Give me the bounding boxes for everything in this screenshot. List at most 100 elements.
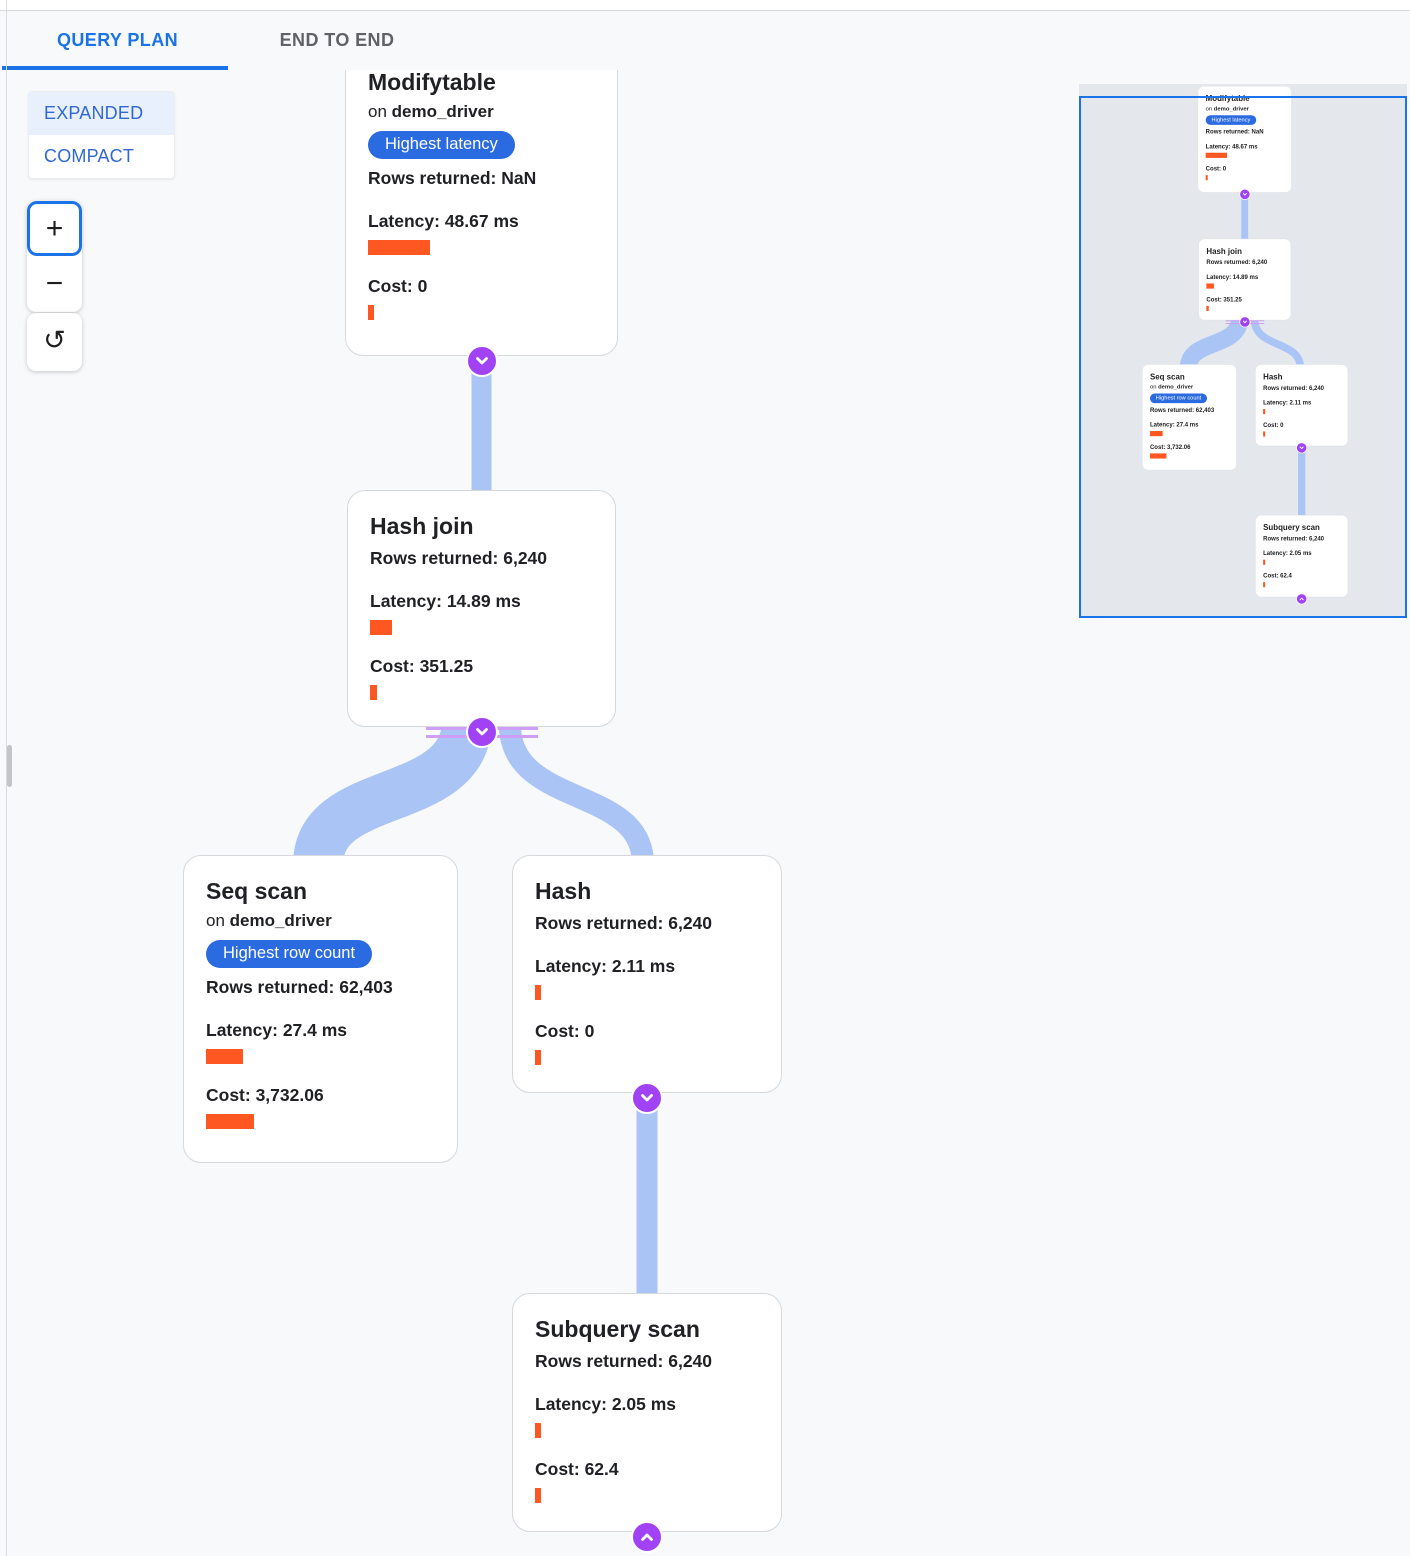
scrollbar-thumb[interactable]: [7, 745, 12, 787]
cost-bar: [1263, 582, 1266, 588]
latency: Latency: 48.67 ms: [368, 211, 519, 231]
latency-bar: [206, 1049, 243, 1064]
rows-returned: Rows returned: 6,240: [370, 548, 548, 568]
view-mode-toggle: EXPANDED COMPACT: [28, 91, 175, 179]
latency-bar: [1263, 409, 1266, 415]
cost-bar: [206, 1114, 254, 1129]
plan-node-hash-join: Hash join Rows returned: 6,240 Latency: …: [1198, 238, 1291, 328]
latency-bar: [1149, 431, 1163, 437]
tab-end-to-end[interactable]: END TO END: [228, 11, 446, 70]
latency: Latency: 14.89 ms: [370, 591, 521, 611]
cost: Cost: 0: [1263, 421, 1284, 429]
latency-bar: [535, 985, 541, 1000]
collapse-children-button[interactable]: [631, 1082, 663, 1114]
rows-returned: Rows returned: NaN: [1205, 127, 1264, 135]
cost-bar: [370, 685, 377, 700]
cost: Cost: 62.4: [1263, 572, 1292, 579]
highest-row-count-badge: Highest row count: [206, 940, 373, 968]
rows-returned: Rows returned: 62,403: [1149, 406, 1215, 414]
plan-node-subquery-scan: Subquery scan Rows returned: 6,240 Laten…: [1255, 514, 1349, 605]
minimap-tree-container: Modifytable on demo_driver Highest laten…: [1141, 86, 1351, 612]
node-table: on demo_driver: [1205, 105, 1249, 112]
latency-bar: [370, 620, 392, 635]
rows-returned: Rows returned: 6,240: [1206, 258, 1268, 266]
zoom-controls: + − ↺: [27, 201, 82, 371]
chevron-down-icon: [641, 1094, 653, 1102]
cost: Cost: 62.4: [535, 1459, 619, 1479]
cost-bar: [1205, 175, 1208, 181]
chevron-down-icon: [1299, 446, 1304, 450]
chevron-down-icon: [475, 357, 488, 365]
latency: Latency: 2.11 ms: [1263, 399, 1312, 406]
left-divider: [6, 0, 7, 1556]
zoom-in-button[interactable]: +: [27, 201, 82, 256]
rows-returned: Rows returned: 62,403: [206, 977, 393, 997]
node-title: Hash: [535, 878, 592, 904]
plan-node-hash: Hash Rows returned: 6,240 Latency: 2.11 …: [1255, 364, 1349, 454]
cost-bar: [1149, 453, 1167, 459]
cost-bar: [1263, 431, 1266, 437]
plan-tree: Modifytable on demo_driver Highest laten…: [180, 70, 790, 1556]
cost: Cost: 0: [1205, 165, 1227, 172]
rows-returned: Rows returned: 6,240: [535, 1351, 713, 1371]
view-option-expanded[interactable]: EXPANDED: [29, 92, 174, 135]
node-table: on demo_driver: [1149, 383, 1194, 391]
latency: Latency: 2.05 ms: [535, 1394, 677, 1414]
minimap-tree: Modifytable on demo_driver Highest laten…: [1141, 86, 1351, 612]
tab-bar: QUERY PLAN END TO END: [2, 11, 1410, 70]
plan-node-hash-join[interactable]: Hash join Rows returned: 6,240 Latency: …: [347, 490, 616, 748]
highest-latency-badge: Highest latency: [1205, 115, 1257, 125]
rows-returned: Rows returned: NaN: [368, 168, 537, 188]
collapse-children-button[interactable]: [465, 345, 498, 377]
top-panel-edge: [0, 0, 1410, 11]
collapse-children-button[interactable]: [465, 716, 498, 748]
latency: Latency: 27.4 ms: [206, 1020, 348, 1040]
chevron-down-icon: [1242, 320, 1247, 324]
node-title: Hash join: [1206, 246, 1242, 256]
query-plan-canvas[interactable]: EXPANDED COMPACT + − ↺ Modifytable on de…: [0, 70, 1410, 1556]
latency-bar: [535, 1423, 541, 1438]
cost-bar: [535, 1050, 541, 1065]
zoom-reset-button[interactable]: ↺: [27, 313, 82, 368]
plan-node-subquery-scan[interactable]: Subquery scan Rows returned: 6,240 Laten…: [512, 1293, 782, 1553]
zoom-out-button[interactable]: −: [27, 256, 82, 311]
tab-query-plan[interactable]: QUERY PLAN: [2, 11, 228, 70]
latency-bar: [1263, 559, 1266, 565]
rows-returned: Rows returned: 6,240: [535, 913, 713, 933]
node-title: Hash join: [370, 513, 474, 539]
cost: Cost: 0: [368, 276, 428, 296]
plan-node-seq-scan[interactable]: Seq scan on demo_driver Highest row coun…: [183, 855, 458, 1163]
node-title: Seq scan: [206, 878, 307, 904]
latency: Latency: 48.67 ms: [1205, 142, 1258, 150]
cost: Cost: 0: [535, 1021, 595, 1041]
minimap[interactable]: Modifytable on demo_driver Highest laten…: [1079, 84, 1407, 618]
cost-bar: [535, 1488, 541, 1503]
tab-end-to-end-label: END TO END: [279, 30, 395, 50]
cost: Cost: 3,732.06: [1149, 443, 1191, 451]
latency: Latency: 2.11 ms: [535, 956, 676, 976]
node-title: Modifytable: [1205, 93, 1250, 103]
highest-latency-badge: Highest latency: [368, 131, 515, 159]
latency-bar: [368, 240, 430, 255]
latency: Latency: 2.05 ms: [1263, 549, 1312, 557]
cost: Cost: 351.25: [370, 656, 474, 676]
plan-node-modifytable[interactable]: Modifytable on demo_driver Highest laten…: [345, 70, 618, 377]
node-title: Subquery scan: [535, 1316, 700, 1342]
node-table: on demo_driver: [206, 911, 332, 930]
tab-query-plan-label: QUERY PLAN: [56, 30, 179, 50]
view-option-compact[interactable]: COMPACT: [44, 146, 135, 166]
active-tab-indicator: [2, 66, 228, 70]
chevron-up-icon: [1299, 597, 1304, 601]
rows-returned: Rows returned: 6,240: [1263, 384, 1325, 392]
expand-parent-button[interactable]: [631, 1521, 663, 1553]
node-title: Subquery scan: [1263, 522, 1320, 532]
latency-bar: [1205, 152, 1227, 158]
cost-bar: [368, 305, 374, 320]
node-title: Seq scan: [1149, 372, 1185, 382]
edge-hashjoin-seqscan: [1179, 317, 1249, 369]
node-table: on demo_driver: [368, 102, 494, 121]
plan-node-hash[interactable]: Hash Rows returned: 6,240 Latency: 2.11 …: [512, 855, 782, 1114]
cost: Cost: 351.25: [1206, 295, 1242, 303]
rows-returned: Rows returned: 6,240: [1263, 534, 1325, 542]
plan-edges: [293, 346, 658, 1300]
